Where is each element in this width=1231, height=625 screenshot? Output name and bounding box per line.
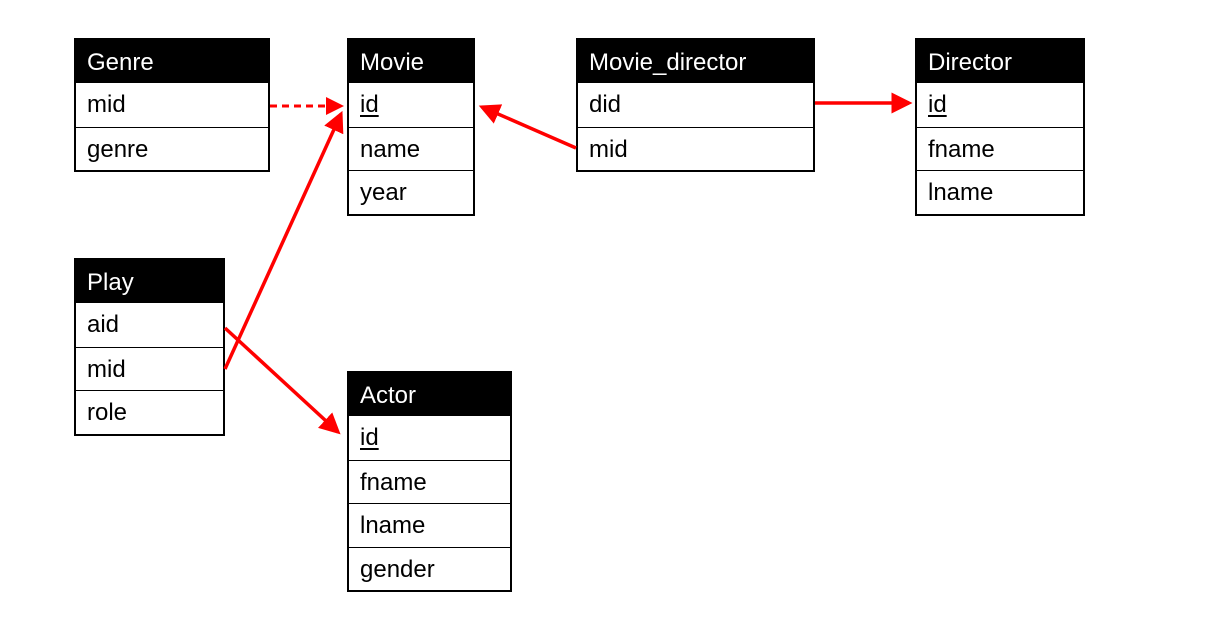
field-mid: mid [76, 346, 223, 391]
field-name: name [349, 126, 473, 171]
table-header: Play [76, 260, 223, 303]
field-lname: lname [349, 503, 510, 547]
field-gender: gender [349, 546, 510, 591]
field-id-primary-key: id [360, 424, 379, 451]
table-genre: Genre mid genre [74, 38, 270, 172]
table-header: Genre [76, 40, 268, 83]
table-movie: Movie id name year [347, 38, 475, 216]
field-mid: mid [87, 91, 126, 118]
field-lname: lname [917, 170, 1083, 214]
field-mid: mid [578, 126, 813, 171]
table-actor: Actor id fname lname gender [347, 371, 512, 592]
field-aid: aid [87, 311, 120, 338]
field-id-primary-key: id [360, 91, 379, 118]
table-header: Movie [349, 40, 473, 83]
table-play: Play aid mid role [74, 258, 225, 436]
field-fname: fname [917, 126, 1083, 171]
table-header: Movie_director [578, 40, 813, 83]
link-movie-director-mid-to-movie-id [478, 104, 577, 150]
field-id-primary-key: id [928, 91, 947, 118]
table-header: Director [917, 40, 1083, 83]
field-role: role [76, 390, 223, 434]
field-year: year [349, 170, 473, 214]
field-fname: fname [349, 459, 510, 504]
table-movie-director: Movie_director did mid [576, 38, 815, 172]
field-did: did [589, 91, 622, 118]
table-director: Director id fname lname [915, 38, 1085, 216]
table-header: Actor [349, 373, 510, 416]
field-genre: genre [76, 126, 268, 171]
link-play-aid-to-actor-id [223, 326, 341, 435]
